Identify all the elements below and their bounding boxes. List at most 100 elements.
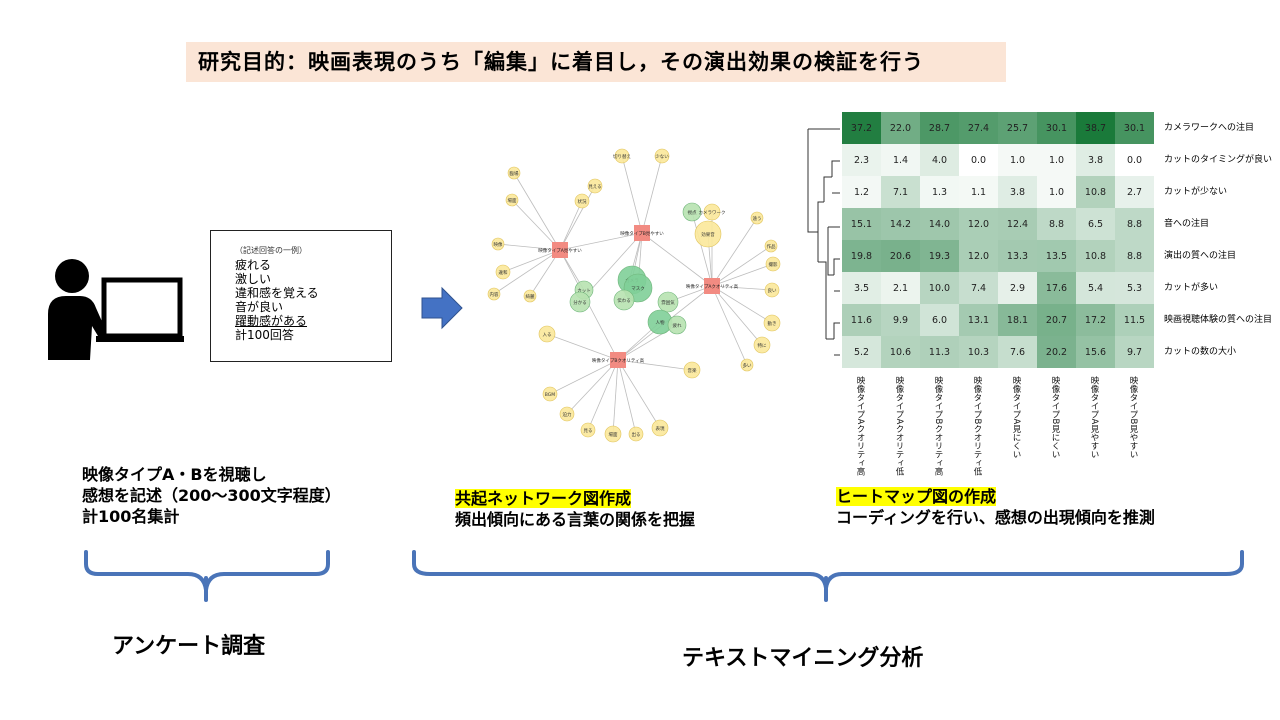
network-hub-node [634,225,650,241]
sample-line: 違和感を覚える [235,286,319,300]
right-arrow-icon [421,286,463,330]
survey-line: 感想を記述（200～300文字程度） [82,486,341,505]
network-word-node [763,314,781,332]
network-word-node [765,256,781,272]
heatmap-cell: 11.5 [1115,304,1154,336]
network-hub-label: 映像タイプB見やすい [620,230,664,237]
network-word-label: 場面 [609,431,618,438]
network-word-node [683,361,701,379]
network-word-node [657,291,679,313]
heatmap-row-label: カットが少ない [1164,187,1228,197]
heatmap-column-label: 映像タイプB見やすい [1128,376,1138,459]
network-edge [617,359,661,429]
network-edge [549,359,619,395]
heatmap-cell: 6.5 [1076,208,1115,240]
heatmap-title: ヒートマップ図の作成 [836,487,997,506]
network-word-label: 入る [543,332,552,338]
heatmap-cell: 25.7 [998,112,1037,144]
heatmap-cell: 3.8 [998,176,1037,208]
survey-label: アンケート調査 [112,634,266,659]
network-desc: 頻出傾向にある言葉の関係を把握 [455,510,696,529]
network-word-label: 遠う [753,215,762,222]
network-edge [502,249,561,273]
heatmap-cell: 7.6 [998,336,1037,368]
network-edge [641,155,663,234]
heatmap-column-label: 映像タイプAクオリティ低 [894,376,904,476]
network-hub-node [704,278,720,294]
heatmap-cell: 6.0 [920,304,959,336]
heatmap-column-label: 映像タイプBクオリティ低 [972,376,982,476]
heatmap-cell: 11.6 [842,304,881,336]
network-word-node [750,211,764,225]
analysis-label: テキストマイニング分析 [682,646,924,671]
heatmap-cell: 8.8 [1115,240,1154,272]
heatmap-row-label: 演出の質への注目 [1164,251,1237,261]
heatmap-cell: 22.0 [881,112,920,144]
heatmap-cell: 7.4 [959,272,998,304]
network-word-label: 見る [584,428,593,434]
heatmap-cell: 5.3 [1115,272,1154,304]
heatmap-cell: 8.8 [1037,208,1076,240]
network-edge [559,185,596,251]
heatmap-column-label: 映像タイプB見にくい [1050,376,1060,459]
network-edge [566,359,619,415]
heatmap-cell: 2.9 [998,272,1037,304]
heatmap-cell: 12.0 [959,208,998,240]
network-word-node [703,203,721,221]
heatmap-cell: 15.1 [842,208,881,240]
network-word-label: 多い [743,362,752,369]
network-word-node [740,358,754,372]
network-word-label: 状況 [578,198,587,205]
heatmap-cell: 2.1 [881,272,920,304]
sample-line: 躍動感がある [235,314,308,328]
network-word-node [614,148,630,164]
network-edge [711,263,774,287]
heatmap-cell: 2.3 [842,144,881,176]
sample-line: 音が良い [235,300,284,314]
person-computer-icon [48,259,184,360]
network-word-label: 作品 [767,243,776,250]
heatmap-cell: 18.1 [998,304,1037,336]
sample-caption: （記述回答の一例） [235,246,307,255]
heatmap-cell: 13.1 [959,304,998,336]
network-edge [711,245,772,287]
network-word-label: カット [577,288,591,294]
heatmap-cell: 20.2 [1037,336,1076,368]
network-edge [513,172,561,251]
survey-line: 計100名集計 [82,507,180,526]
heatmap-cell: 28.7 [920,112,959,144]
network-edge [559,200,583,251]
heatmap-cell: 1.4 [881,144,920,176]
network-edge [559,232,643,251]
heatmap-cell: 3.5 [842,272,881,304]
heatmap-column-label: 映像タイプBクオリティ高 [933,376,943,476]
network-word-node [491,237,505,251]
heatmap-cell: 10.6 [881,336,920,368]
heatmap-cell: 4.0 [920,144,959,176]
network-edge [621,155,643,234]
heatmap-cell: 12.4 [998,208,1037,240]
heatmap-cell: 14.2 [881,208,920,240]
network-word-node [651,419,669,437]
heatmap-cell: 30.1 [1037,112,1076,144]
heatmap-cell: 3.8 [1076,144,1115,176]
network-hub-label: 映像タイプA見やすい [538,247,582,254]
network-word-node [667,315,687,335]
network-edge [711,285,763,346]
heatmap-dendrogram [807,128,840,356]
heatmap-cell: 27.4 [959,112,998,144]
heatmap-row-label: カットの数の大小 [1164,347,1237,357]
co-occurrence-network-graph: 切り替え少ない見える状況臨場場面視点カメラワーク効果音遠う作品撮影良い動き特に多… [487,148,781,443]
sample-answers-box: （記述回答の一例） 疲れる 激しい 違和感を覚える 音が良い 躍動感がある 計1… [210,230,392,362]
heatmap-cell: 1.3 [920,176,959,208]
heatmap-cell: 1.2 [842,176,881,208]
heatmap-desc: コーディングを行い、感想の出現傾向を推測 [836,508,1155,527]
network-hub-node [552,242,568,258]
network-word-node [505,193,519,207]
heatmap-cell: 17.2 [1076,304,1115,336]
